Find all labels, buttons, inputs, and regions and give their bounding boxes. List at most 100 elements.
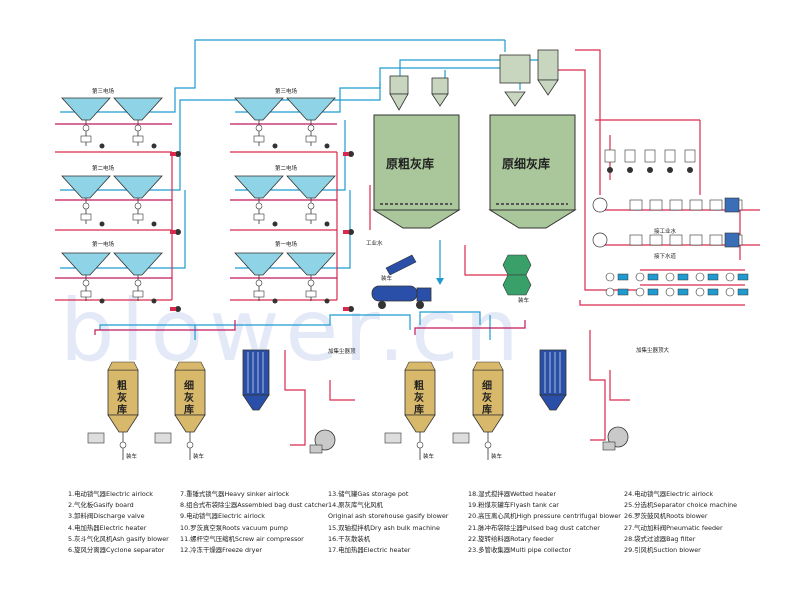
roots-blower-icon [684,149,696,173]
field-label-third-right: 第三电场 [275,87,298,95]
legend-item: 16.干灰散装机 [328,534,371,543]
legend-item: 2.气化板Gasify board [68,501,134,510]
field-hopper [234,97,284,149]
gasify-blower-icon [170,306,181,312]
watermark-text: blower.cn [60,281,525,381]
legend-column: 13.储气罐Gas storage pot 14.原灰库气化风机 Origina… [328,489,478,556]
gasify-blower-icon [343,229,354,235]
blower-row-icon [605,272,749,282]
legend-item: 13.储气罐Gas storage pot [328,490,409,498]
lower-silo-label: 粗 [117,379,127,392]
legend-item: 19.粉煤灰罐车Flyash tank car [468,501,559,510]
field-label-first-left: 第一电场 [92,240,115,248]
ash-truck-station: 工业水 装车 装车 [366,239,532,309]
legend-item: 22.旋转给料器Rotary feeder [468,534,554,543]
bag-filter-left [242,349,270,411]
industrial-water-label: 工业水 [366,239,383,247]
fine-ash-silo-label: 原细灰库 [502,156,550,171]
lower-silo-label: 灰 [414,391,424,404]
lower-silo-label: 库 [482,403,492,416]
suction-blower-left [309,429,336,454]
pipe-network [55,39,760,446]
legend-item: 21.脉冲布袋除尘器Pulsed bag dust catcher [468,523,600,532]
legend-item: 23.多管收集器Multi pipe collector [468,545,572,554]
suction-blower-right [602,426,629,451]
field-label-second-left: 第二电场 [92,164,115,172]
legend-column: 18.湿式搅拌器Wetted heater 19.粉煤灰罐车Flyash tan… [468,489,621,556]
legend-item: 15.双轴搅拌机Dry ash bulk machine [328,523,440,532]
dust-top-label-left: 加集尘器顶 [328,347,356,355]
legend-item: 7.重锤式锁气器Heavy sinker airlock [180,490,290,498]
legend-item: 9.电动锁气器Electric airlock [180,512,265,521]
legend-item: 12.冷冻干燥器Freeze dryer [180,545,263,554]
legend-item: 25.分选机Separator choice machine [624,501,738,510]
lower-truck-label: 装车 [491,452,503,460]
legend-item: 17.电加热器Electric heater [328,545,411,554]
legend-item: 26.罗茨鼓风机Roots blower [624,512,708,521]
roots-blower-icon [624,149,636,173]
raw-ash-silo-label: 原粗灰库 [386,156,434,171]
field-hopper [286,252,336,304]
roots-blower-icon [604,149,616,173]
lower-silo-label: 细 [482,379,492,392]
lower-silo-label: 库 [184,403,194,416]
field-hopper [234,175,284,227]
raw-ash-silo: 原粗灰库 [372,114,461,229]
field-label-first-right: 第一电场 [275,240,298,248]
field-hopper [234,252,284,304]
lower-truck-label: 装车 [126,452,138,460]
legend-item: 14.原灰库气化风机 [328,501,383,510]
field-hopper [286,175,336,227]
legend-item: 1.电动锁气器Electric airlock [68,490,153,498]
gasify-blower-icon [343,151,354,157]
field-hopper [61,97,111,149]
lower-truck-label: 装车 [423,452,435,460]
lower-silo-label: 库 [117,403,127,416]
field-hopper [113,97,163,149]
legend-item: 6.旋风分离器Cyclone separator [68,545,165,554]
blower-row-icon [605,287,749,297]
industrial-water-2-label: 接工业水 [654,227,677,235]
roots-blower-icon [664,149,676,173]
lower-silo-label: 库 [414,403,424,416]
lower-silo-label: 细 [184,379,194,392]
legend-item: 4.电加热器Electric heater [68,523,147,532]
legend-column: 7.重锤式锁气器Heavy sinker airlock 8.组合式布袋除尘器A… [180,489,330,556]
lower-silo-label: 灰 [117,391,127,404]
field-hopper [61,175,111,227]
roots-blower-icon [644,149,656,173]
field-hopper [113,252,163,304]
lower-silo-label: 灰 [184,391,194,404]
legend-item: 20.高压离心风机High pressure centrifugal blowe… [468,512,621,521]
legend-item: 24.电动锁气器Electric airlock [624,490,714,498]
equipment-legend: 1.电动锁气器Electric airlock 2.气化板Gasify boar… [68,489,788,593]
legend-item: 10.罗茨真空泵Roots vacuum pump [180,523,288,532]
legend-item: 27.气动加料阀Pneumatic feeder [624,523,723,532]
lower-silo-label: 灰 [482,391,492,404]
heater-train-icon [592,197,743,213]
legend-item: Original ash storehouse gasify blower [328,512,449,521]
legend-item: 8.组合式布袋除尘器Assembled bag dust catcher [180,501,329,510]
legend-item: 29.引风机Suction blower [624,545,701,554]
gasify-blower-icon [170,229,181,235]
gasify-blower-icon [170,151,181,157]
field-label-third-left: 第三电场 [92,87,115,95]
right-equipment-area: 接工业水 接下水道 [592,149,749,297]
top-separators [389,49,559,111]
fine-ash-silo: 原细灰库 [488,114,577,229]
truck-label-left: 装车 [381,274,393,282]
bag-filter-right [539,349,567,411]
field-hopper [286,97,336,149]
lower-silo-label: 粗 [414,379,424,392]
gasify-blower-icon [343,306,354,312]
legend-item: 18.湿式搅拌器Wetted heater [468,490,556,498]
field-hoppers [61,97,354,312]
legend-item: 11.螺杆空气压缩机Screw air compressor [180,534,304,543]
heater-train-icon [592,232,743,248]
